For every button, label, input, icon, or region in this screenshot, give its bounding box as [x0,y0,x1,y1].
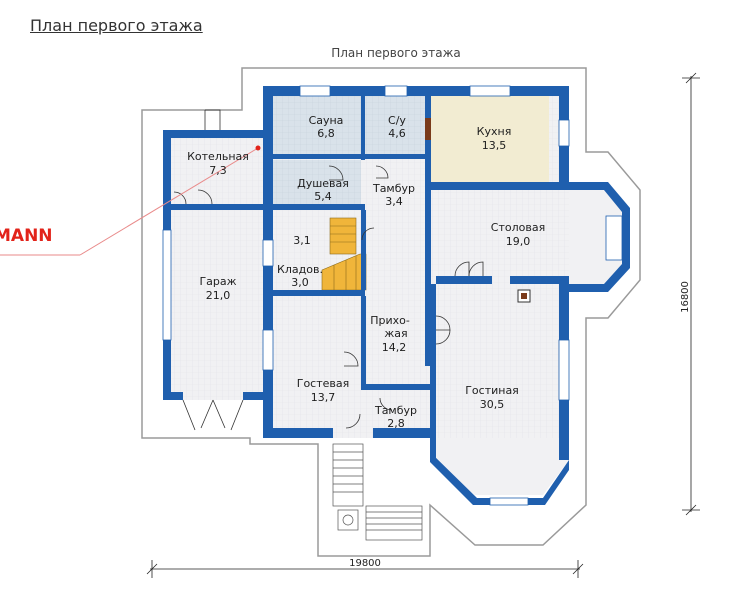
page-heading[interactable]: План первого этажа [30,16,203,35]
room-kitchen-area: 13,5 [482,139,507,152]
room-vestibule-top-name: Тамбур [372,182,415,195]
room-vestibule-bottom-area: 2,8 [387,417,405,430]
room-vestibule-top-area: 3,4 [385,195,403,208]
room-living-name: Гостиная [465,384,519,397]
room-boiler-area: 7,3 [209,164,227,177]
room-storage-name: Кладов. [277,263,323,276]
room-shower-name: Душевая [297,177,349,190]
outer-outline [141,67,641,557]
room-labels: Сауна 6,8 С/у 4,6 Кухня 13,5 Котельная 7… [187,114,545,430]
brand-fragment: MANN [0,226,53,246]
room-vestibule-bottom-name: Тамбур [374,404,417,417]
dimension-height: 16800 [680,281,691,313]
plan-caption: План первого этажа [331,46,461,60]
dimension-width: 19800 [349,558,381,569]
room-sauna-area: 6,8 [317,127,335,140]
room-hall-name-line2: жая [384,327,407,340]
room-garage-name: Гараж [199,275,236,288]
chimneys [425,118,531,303]
room-hall-area: 14,2 [382,341,407,354]
room-guest-area: 13,7 [311,391,336,404]
room-storage-area: 3,0 [291,276,309,289]
floor-areas [163,86,622,495]
room-stairs-small-area: 3,1 [293,234,311,247]
room-sauna-name: Сауна [309,114,344,127]
room-garage-area: 21,0 [206,289,231,302]
room-guest-name: Гостевая [297,377,350,390]
dimension-lines [146,72,700,578]
doors [173,109,484,431]
room-shower-area: 5,4 [314,190,332,203]
annotation-pointer [0,145,261,256]
room-boiler-name: Котельная [187,150,249,163]
windows [162,85,623,506]
room-dining-name: Столовая [491,221,545,234]
room-hall-name-line1: Прихо- [370,314,410,327]
room-dining-area: 19,0 [506,235,531,248]
main-stairs [321,217,367,291]
room-living-area: 30,5 [480,398,505,411]
room-kitchen-name: Кухня [477,125,512,138]
room-wc-name: С/у [388,114,406,127]
entrance-steps [332,443,423,541]
room-wc-area: 4,6 [388,127,406,140]
